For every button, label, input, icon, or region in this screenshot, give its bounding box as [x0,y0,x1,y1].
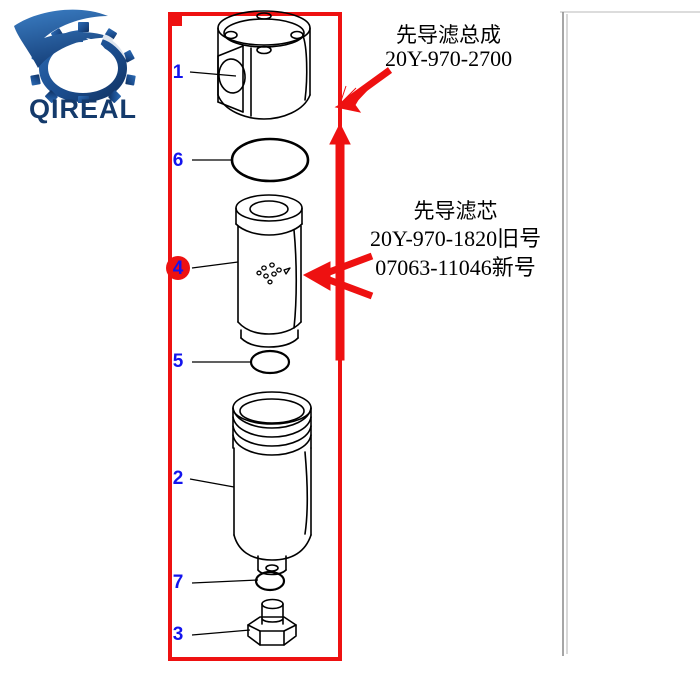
leader-line-2 [189,478,235,488]
leader-line-3 [191,629,251,636]
perforation-marks-icon [256,262,291,285]
part-7-o-ring-small-lower [254,570,286,592]
callout-number-5: 5 [172,351,184,372]
frame-corner-marker-icon [168,12,182,26]
arrow-element-upper-icon [322,252,374,278]
annotation-element-title: 先导滤芯 [413,199,498,223]
arrow-assembly-icon [334,67,393,113]
annotation-assembly-code: 20Y-970-2700 [385,45,513,71]
part-2-filter-bowl [232,391,312,576]
callout-4-highlight-disc [166,256,190,280]
callout-number-2: 2 [172,468,184,489]
brand-logo: QIREAL [8,8,158,128]
gear-swoosh-logo-icon [14,9,136,105]
callout-number-3: 3 [172,624,184,645]
arrow-vertical-spine-icon [329,122,351,361]
annotation-assembly: 先导滤总成 20Y-970-2700 [385,24,512,70]
callout-number-4: 4 [172,258,184,279]
leader-line-1 [189,71,237,77]
callout-number-6: 6 [172,150,184,171]
callout-number-1: 1 [172,62,184,83]
annotation-element: 先导滤芯 20Y-970-1820旧号 07063-11046新号 [370,200,541,280]
leader-line-7 [191,579,259,584]
part-1-filter-head [217,10,311,120]
arrow-element-lower-icon [322,274,374,300]
annotation-element-code-new: 07063-11046新号 [375,255,536,281]
brand-wordmark: QIREAL [28,94,137,124]
callout-number-7: 7 [172,572,184,593]
part-4-filter-element [235,194,303,348]
part-3-drain-plug [247,598,297,646]
leader-line-4 [191,261,239,269]
annotation-assembly-title: 先导滤总成 [396,23,502,47]
arrow-element-head-icon [302,261,331,291]
annotation-element-code-old: 20Y-970-1820旧号 [370,225,542,251]
